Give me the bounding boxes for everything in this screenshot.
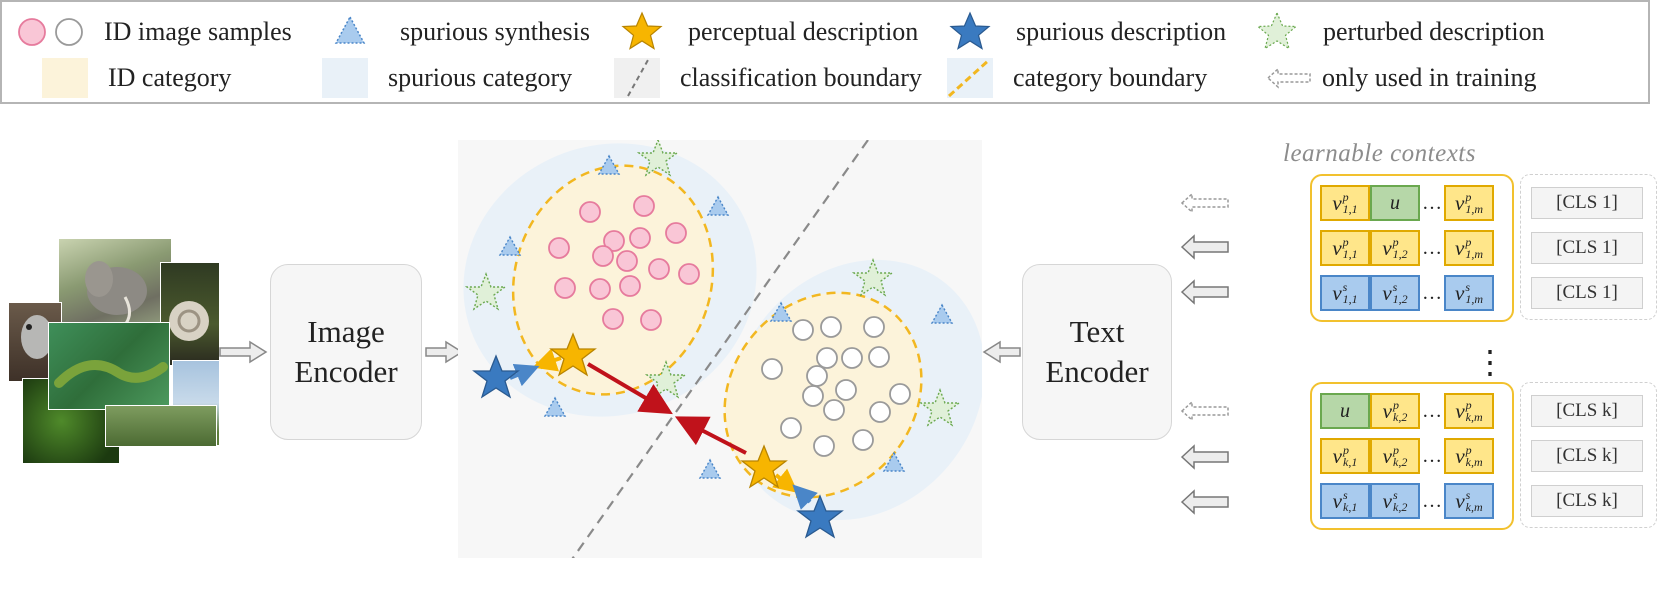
legend-id-category-label: ID category (108, 63, 232, 92)
legend-spurious-description: spurious description (940, 10, 1226, 54)
forest-photo (105, 405, 217, 447)
token-ellipsis: … (1422, 399, 1442, 422)
spurious-synthesis-triangles (498, 154, 954, 479)
perceptual-arrow-2 (772, 468, 799, 494)
perceptual-description-stars (549, 332, 788, 489)
token-ellipsis: … (1422, 489, 1442, 512)
blue-star-icon (949, 11, 991, 50)
perceptual-arrow-1 (532, 348, 562, 372)
classification-boundary (571, 140, 869, 558)
arrow-left-icon (982, 340, 1021, 364)
spurious-category-swatch (322, 58, 368, 98)
token-u: u (1320, 393, 1370, 429)
legend-category-boundary-label: category boundary (1013, 63, 1208, 92)
cls-token-1: [CLS 1] (1531, 232, 1643, 264)
cls-token-k: [CLS k] (1531, 395, 1643, 427)
legend-only-training-label: only used in training (1322, 63, 1537, 92)
green-star-icon (1256, 11, 1298, 50)
image-encoder-line1: Image (307, 314, 385, 349)
push-arrow-1 (586, 362, 673, 415)
legend-spurious-description-label: spurious description (1016, 17, 1227, 46)
legend-only-training: only used in training (1262, 56, 1536, 100)
legend-perceptual-description: perceptual description (612, 10, 918, 54)
yellow-dashed-line-icon (947, 58, 991, 98)
legend-id-category: ID category (32, 56, 231, 100)
cls-token-k: [CLS k] (1531, 440, 1643, 472)
legend-perturbed-description: perturbed description (1247, 10, 1545, 54)
legend-classification-boundary-label: classification boundary (680, 63, 922, 92)
yellow-star-icon (621, 11, 663, 50)
legend-spurious-category: spurious category (312, 56, 572, 100)
text-encoder-box: Text Encoder (1022, 264, 1172, 440)
legend-spurious-synthesis: spurious synthesis (324, 10, 590, 54)
legend-spurious-synthesis-label: spurious synthesis (400, 17, 590, 46)
legend-classification-boundary: classification boundary (604, 56, 922, 100)
cls-group-1: [CLS 1] [CLS 1] [CLS 1] (1520, 174, 1657, 320)
elephant-photo (58, 238, 172, 332)
id-category-swatch (42, 58, 88, 98)
arrow-right-icon (219, 340, 268, 364)
dashed-arrow-icon (1266, 67, 1311, 89)
spurious-arrow-1 (509, 363, 540, 387)
cls-token-k: [CLS k] (1531, 485, 1643, 517)
legend: ID image samples spurious synthesis perc… (0, 0, 1650, 104)
vertical-ellipsis: ⋮ (1474, 344, 1506, 380)
token-ellipsis: … (1422, 281, 1442, 304)
push-arrow-2 (674, 416, 747, 455)
token-ellipsis: … (1422, 191, 1442, 214)
id-samples-pink (548, 195, 700, 331)
learnable-contexts-label: learnable contexts (1283, 140, 1476, 167)
cls-token-1: [CLS 1] (1531, 187, 1643, 219)
feature-space-plot (458, 140, 982, 558)
id-sample-circles-icon (18, 18, 83, 46)
image-encoder-line2: Encoder (294, 354, 398, 389)
spurious-description-stars (472, 354, 844, 539)
token-ellipsis: … (1422, 236, 1442, 259)
arrow-right-icon (425, 340, 464, 364)
legend-category-boundary: category boundary (937, 56, 1207, 100)
triangle-icon (334, 15, 366, 44)
cls-group-k: [CLS k] [CLS k] [CLS k] (1520, 382, 1657, 528)
legend-id-samples: ID image samples (10, 10, 292, 54)
dashed-line-icon (627, 59, 649, 97)
spurious-arrow-2 (792, 484, 818, 510)
cls-token-1: [CLS 1] (1531, 277, 1643, 309)
text-encoder-line2: Encoder (1045, 354, 1149, 389)
token-arrows (1180, 192, 1229, 515)
id-samples-white (761, 316, 911, 457)
lizard-photo (48, 322, 170, 410)
token-ellipsis: … (1422, 444, 1442, 467)
image-encoder-box: Image Encoder (270, 264, 422, 440)
legend-perturbed-description-label: perturbed description (1323, 17, 1545, 46)
legend-spurious-category-label: spurious category (388, 63, 573, 92)
legend-id-samples-label: ID image samples (104, 17, 292, 46)
text-encoder-line1: Text (1069, 314, 1125, 349)
token-u: u (1370, 185, 1420, 221)
legend-perceptual-description-label: perceptual description (688, 17, 919, 46)
